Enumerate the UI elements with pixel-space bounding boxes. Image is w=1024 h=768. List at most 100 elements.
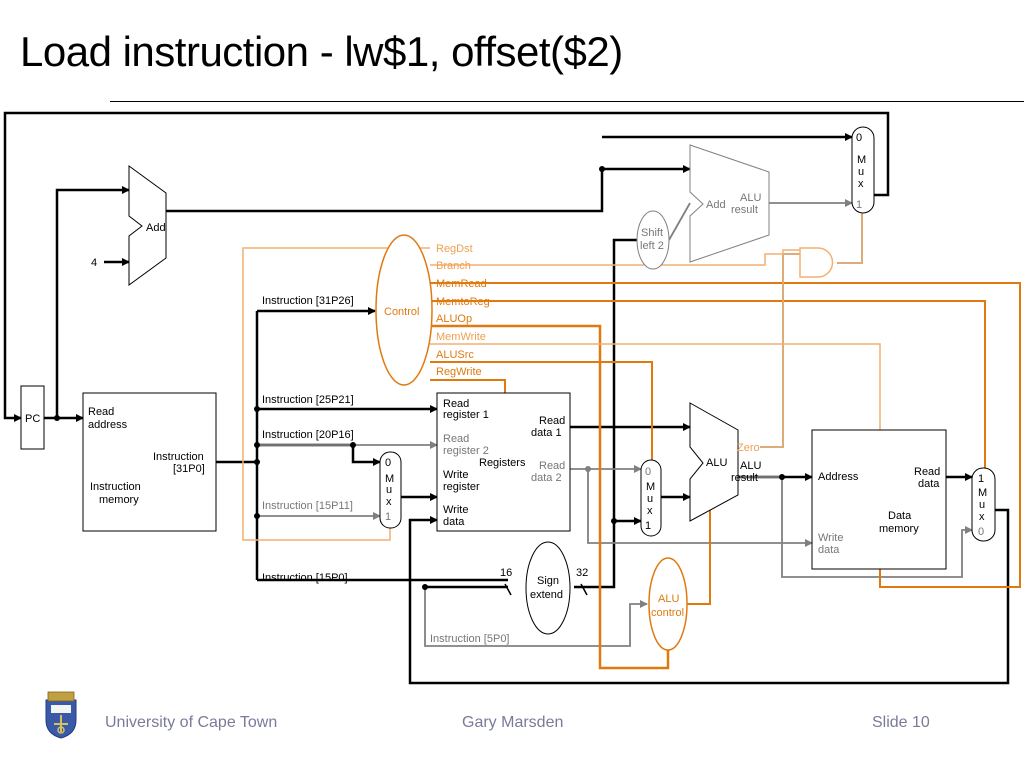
signal-alusrc: ALUSrc [436,349,474,361]
svg-text:x: x [647,505,653,517]
svg-text:address: address [88,419,128,431]
field-25-21: Instruction [25P21] [262,394,354,406]
pc-adder [128,165,167,286]
svg-text:register 2: register 2 [443,445,489,457]
footer-author: Gary Marsden [462,714,564,731]
svg-text:M: M [385,473,394,485]
svg-text:Sign: Sign [537,575,559,587]
svg-text:Read: Read [443,433,469,445]
pc-adder-label: Add [146,222,166,234]
branch-adder-result-l1: ALU [740,192,761,204]
alu-label: ALU [706,457,727,469]
junction-dots [54,166,785,590]
shift-label-l1: Shift [641,227,663,239]
regdst-mux [379,451,402,529]
sign-extend [525,541,571,635]
field-15-0: Instruction [15P0] [262,572,348,584]
svg-text:x: x [386,496,392,508]
svg-text:M: M [646,481,655,493]
svg-text:u: u [647,493,653,505]
signal-aluop: ALUOp [436,313,472,325]
data-memory [811,429,947,570]
svg-text:Read: Read [88,406,114,418]
svg-text:ALU: ALU [740,460,761,472]
width-32: 32 [576,567,588,579]
svg-text:1: 1 [385,511,391,523]
svg-text:data: data [818,544,840,556]
svg-text:0: 0 [978,526,984,538]
svg-text:Read: Read [914,466,940,478]
alu-zero-label: Zero [737,442,760,454]
svg-text:control: control [651,607,684,619]
alu-control [648,557,688,651]
instruction-memory [82,392,217,532]
field-5-0: Instruction [5P0] [430,633,510,645]
svg-text:[31P0]: [31P0] [173,463,205,475]
control-wires [242,212,1021,670]
registers-label: Registers [479,457,526,469]
svg-text:u: u [386,484,392,496]
svg-text:register 1: register 1 [443,409,489,421]
svg-text:data: data [443,516,465,528]
svg-text:extend: extend [530,589,563,601]
svg-text:M: M [857,154,866,166]
svg-text:Read: Read [539,415,565,427]
add-constant: 4 [91,257,97,269]
svg-text:Instruction: Instruction [90,481,141,493]
signal-regdst: RegDst [436,243,473,255]
svg-text:1: 1 [645,520,651,532]
svg-text:1: 1 [978,473,984,485]
control-label: Control [384,306,419,318]
svg-text:Address: Address [818,471,859,483]
shift-left-2 [636,210,670,270]
svg-text:result: result [731,472,758,484]
svg-text:M: M [978,487,987,499]
svg-text:Write: Write [818,532,843,544]
svg-text:0: 0 [645,466,651,478]
svg-text:memory: memory [99,494,139,506]
alusrc-mux [640,459,662,537]
svg-text:x: x [979,511,985,523]
svg-text:Data: Data [888,510,912,522]
svg-text:Read: Read [539,460,565,472]
signal-branch: Branch [436,260,471,272]
svg-text:data: data [918,478,940,490]
memtoreg-mux [971,467,996,542]
control-unit [375,234,433,386]
svg-text:0: 0 [856,132,862,144]
svg-text:Write: Write [443,469,468,481]
register-file [436,392,571,532]
svg-text:1: 1 [856,199,862,211]
slide-title: Load instruction - lw$1, offset($2) [20,28,623,75]
field-31-26: Instruction [31P26] [262,295,354,307]
branch-adder-result-l2: result [731,204,758,216]
signal-regwrite: RegWrite [436,366,482,378]
branch-adder [689,144,770,263]
svg-text:register: register [443,481,480,493]
pc-source-mux [851,126,875,214]
field-15-11: Instruction [15P11] [262,500,353,512]
title-rule [110,101,1024,102]
svg-text:Write: Write [443,504,468,516]
svg-text:x: x [858,178,864,190]
svg-text:Read: Read [443,398,469,410]
shift-label-l2: left 2 [640,240,664,252]
footer-university: University of Cape Town [105,714,278,731]
svg-text:0: 0 [385,457,391,469]
svg-text:u: u [858,166,864,178]
signal-memtoreg: MemtoReg [436,296,490,308]
uct-crest-icon [45,691,77,739]
signal-memread: MemRead [436,278,487,290]
svg-text:data 1: data 1 [531,427,562,439]
main-alu [689,402,739,522]
field-20-16: Instruction [20P16] [262,429,354,441]
pc-register [20,385,45,450]
svg-text:memory: memory [879,523,919,535]
footer-slide-number: Slide 10 [872,714,930,731]
branch-and-gate [799,247,834,278]
width-16: 16 [500,567,512,579]
signal-memwrite: MemWrite [436,331,486,343]
svg-text:data 2: data 2 [531,472,562,484]
svg-text:Instruction: Instruction [153,451,204,463]
